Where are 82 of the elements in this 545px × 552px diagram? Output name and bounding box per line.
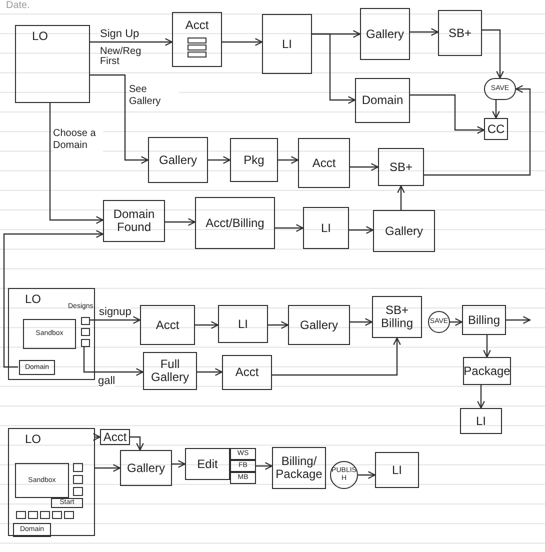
arrow	[3, 230, 104, 368]
arrow	[278, 156, 299, 164]
arrow	[349, 226, 374, 234]
arrow	[195, 321, 219, 329]
process-box: Domain Found	[103, 200, 165, 242]
arrow	[482, 29, 504, 79]
edge-label: signup	[99, 306, 132, 318]
arrow	[477, 385, 485, 409]
edge-label: Sign Up	[100, 28, 140, 40]
process-box: CC	[484, 118, 508, 140]
arrow	[272, 337, 401, 376]
process-box: Billing/ Package	[272, 447, 326, 489]
process-box: LI	[460, 408, 502, 434]
sketch-box	[73, 463, 83, 472]
edge-label: gall	[98, 375, 116, 387]
arrow	[95, 464, 121, 472]
arrow	[172, 460, 186, 468]
arrow	[90, 38, 173, 46]
arrow	[397, 185, 405, 210]
edge-label: See Gallery	[129, 84, 179, 108]
sketch-box	[73, 475, 83, 484]
process-box: SB+ Billing	[372, 296, 422, 338]
arrow	[506, 316, 531, 324]
arrow	[83, 346, 144, 376]
arrow	[350, 163, 379, 171]
process-box: Domain	[355, 78, 410, 123]
edge-label: Choose a Domain	[53, 128, 103, 152]
process-box: Gallery	[373, 210, 435, 252]
process-box: LI	[262, 14, 312, 74]
process-box: Acct	[140, 305, 195, 345]
arrow	[483, 335, 491, 358]
arrow	[410, 28, 439, 36]
process-box: Gallery	[148, 137, 208, 183]
sketch-box	[81, 328, 90, 336]
arrow	[49, 103, 104, 224]
process-box: LI	[375, 452, 419, 488]
process-box: Acct	[100, 429, 130, 445]
process-box: Edit	[185, 448, 230, 480]
arrow	[350, 318, 373, 326]
arrow	[90, 74, 149, 164]
arrow	[492, 100, 500, 119]
arrow	[256, 462, 273, 470]
arrow	[222, 38, 263, 46]
arrow	[130, 436, 144, 451]
sketch-box	[81, 339, 90, 347]
note-label: New/Reg First	[100, 47, 142, 67]
process-box: LI	[303, 207, 349, 249]
arrow	[358, 471, 376, 479]
process-box: Billing	[462, 305, 506, 335]
process-box: Acct	[222, 355, 272, 390]
arrow	[410, 94, 485, 134]
arrow	[450, 318, 463, 326]
page-frame: LO	[15, 25, 90, 103]
arrow	[424, 85, 531, 176]
process-box: LI	[218, 305, 268, 343]
process-box: Acct/Billing	[195, 197, 275, 249]
sketch-box	[81, 317, 90, 325]
arrow	[197, 368, 223, 376]
process-box: SB+	[378, 148, 424, 186]
process-box: Gallery	[360, 8, 410, 60]
arrow	[208, 156, 231, 164]
process-box: Full Gallery	[143, 352, 197, 390]
arrow	[312, 33, 356, 104]
arrow	[275, 224, 304, 232]
date-header: Date.	[6, 1, 31, 11]
sketch-box	[52, 511, 62, 519]
arrow	[92, 433, 101, 441]
process-box: Acct	[172, 12, 222, 67]
sketch-box	[40, 511, 50, 519]
process-box: Gallery	[288, 305, 350, 345]
sketch-box	[16, 511, 26, 519]
process-box: Package	[463, 357, 511, 385]
arrow	[165, 218, 196, 226]
process-box: SB+	[438, 10, 482, 56]
sketch-box	[64, 511, 74, 519]
arrow	[268, 321, 289, 329]
sketch-box	[73, 487, 83, 496]
process-box: Gallery	[120, 450, 172, 486]
arrow	[89, 316, 141, 324]
process-box: Pkg	[230, 138, 278, 182]
sketch-box	[28, 511, 38, 519]
process-box: Acct	[298, 138, 350, 188]
